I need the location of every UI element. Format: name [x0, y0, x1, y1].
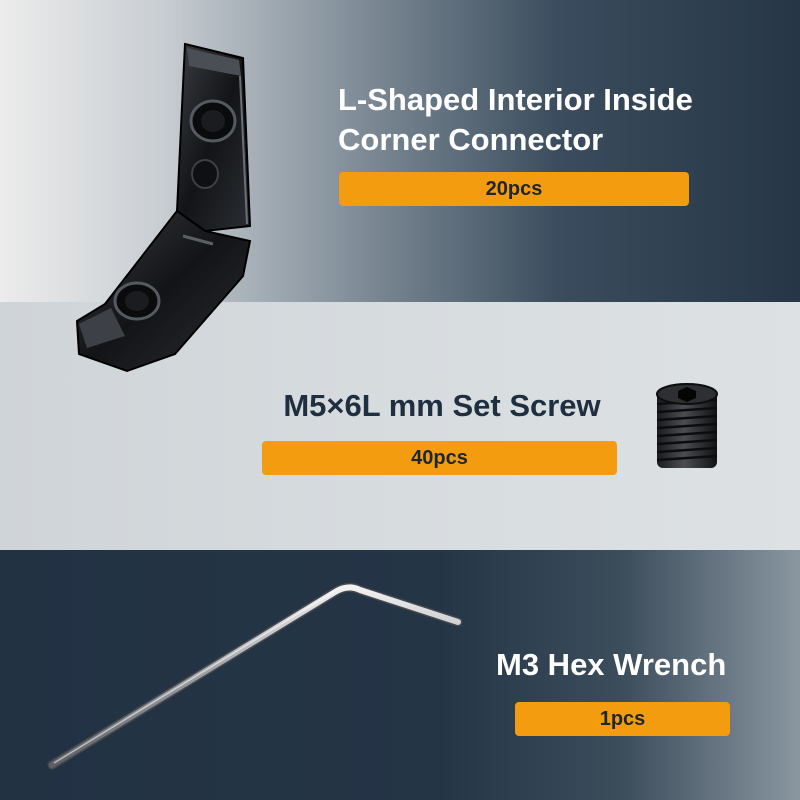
- hex-wrench-section: [0, 550, 800, 800]
- connector-title: L-Shaped Interior Inside Corner Connecto…: [338, 80, 778, 160]
- hex-wrench-title: M3 Hex Wrench: [496, 647, 727, 682]
- connector-section: [0, 0, 800, 302]
- hex-wrench-quantity-badge: 1pcs: [515, 702, 730, 736]
- set-screw-title: M5×6L mm Set Screw: [283, 388, 601, 423]
- connector-title-line1: L-Shaped Interior Inside: [338, 82, 693, 117]
- connector-title-line2: Corner Connector: [338, 122, 604, 157]
- set-screw-quantity-badge: 40pcs: [262, 441, 617, 475]
- connector-quantity-badge: 20pcs: [339, 172, 689, 206]
- l-bracket-icon: [75, 42, 252, 373]
- hex-wrench-icon: [47, 582, 463, 770]
- set-screw-icon: [656, 383, 718, 468]
